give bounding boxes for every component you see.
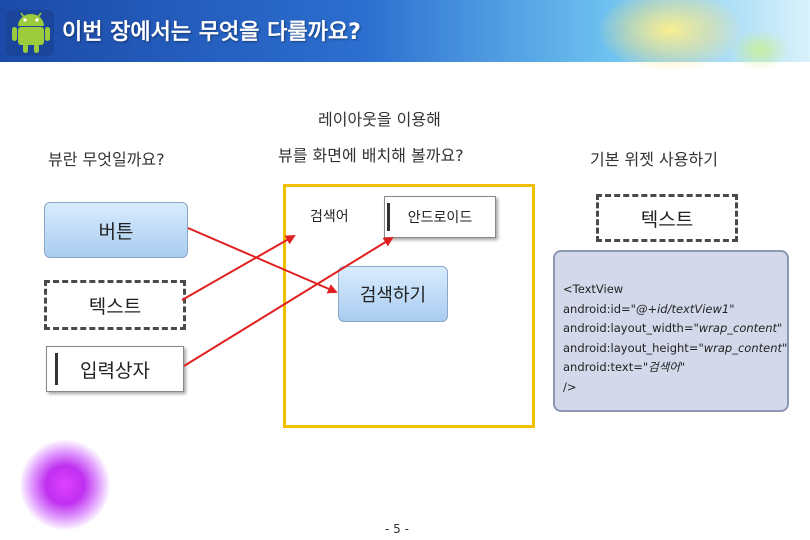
- button-widget-label: 버튼: [98, 220, 134, 243]
- text-widget-label: 텍스트: [88, 295, 142, 318]
- code-value: "검색어": [642, 360, 686, 374]
- search-button-label: 검색하기: [359, 285, 427, 306]
- heading-basic-widgets: 기본 위젯 사용하기: [590, 150, 718, 169]
- code-attr: android:id=: [563, 301, 631, 316]
- android-robot-icon: [6, 10, 54, 56]
- android-input-field[interactable]: 안드로이드: [384, 196, 496, 238]
- header-glow-secondary: [730, 30, 790, 70]
- input-widget-label: 입력상자: [80, 359, 150, 382]
- search-text-label: 검색어: [298, 202, 364, 230]
- search-text-value: 검색어: [310, 209, 349, 225]
- code-line: android:text="검색어": [563, 358, 787, 378]
- text-cursor: [55, 353, 58, 385]
- code-line: android:id="@+id/textView1": [563, 300, 787, 320]
- heading-layout-line2: 뷰를 화면에 배치해 볼까요?: [278, 146, 464, 165]
- code-attr: android:layout_height=: [563, 340, 699, 355]
- heading-layout-line1: 레이아웃을 이용해: [318, 110, 441, 129]
- text-widget-title-label: 텍스트: [640, 208, 694, 231]
- input-widget-example[interactable]: 입력상자: [46, 346, 184, 392]
- page-title: 이번 장에서는 무엇을 다룰까요?: [62, 20, 361, 45]
- code-line: <TextView: [563, 282, 624, 296]
- code-attr: android:text=: [563, 360, 643, 374]
- decorative-purple-glow: [20, 440, 110, 530]
- code-value: "wrap_content": [693, 321, 783, 335]
- button-widget-example[interactable]: 버튼: [44, 202, 188, 258]
- code-line: android:layout_width="wrap_content": [563, 319, 787, 339]
- text-widget-title: 텍스트: [596, 194, 738, 242]
- page-number: - 5 -: [385, 522, 409, 536]
- textview-code-block: <TextView android:id="@+id/textView1" an…: [553, 250, 789, 412]
- android-input-value: 안드로이드: [407, 210, 473, 226]
- heading-what-is-view: 뷰란 무엇일까요?: [48, 150, 165, 169]
- code-line: />: [563, 379, 577, 394]
- text-widget-example: 텍스트: [44, 280, 186, 330]
- header-glow: [600, 0, 740, 70]
- text-cursor: [387, 203, 390, 231]
- code-value: "@+id/textView1": [630, 301, 735, 316]
- arrow-text-to-search-label: [181, 235, 296, 301]
- search-button[interactable]: 검색하기: [338, 266, 448, 322]
- code-attr: android:layout_width=: [563, 321, 694, 335]
- code-line: android:layout_height="wrap_content": [563, 339, 787, 359]
- title-bar: 이번 장에서는 무엇을 다룰까요?: [0, 0, 810, 70]
- code-value: "wrap_content": [698, 340, 788, 355]
